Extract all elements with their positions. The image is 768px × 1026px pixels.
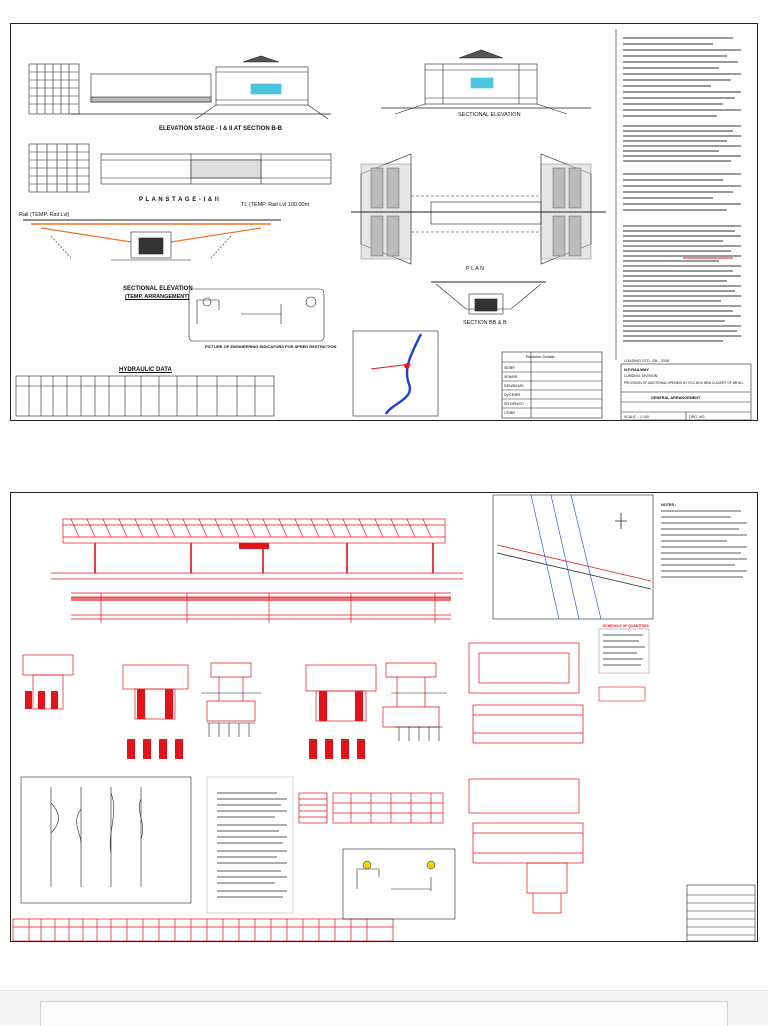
revision-header: Revision Details (526, 354, 555, 359)
elevation-title: ELEVATION STAGE - I & II AT SECTION B-B (159, 126, 282, 132)
scale-label: SCALE :- 1:100 (624, 415, 649, 419)
temp-rail-label: Rail (TEMP. Rail Lvl) (19, 212, 70, 218)
speed-indicator-caption: PICTURE OF ENGINEERING INDICATORS FOR SP… (205, 344, 337, 349)
revision-row: XEN/BR (504, 375, 518, 379)
railway-name: N.F.RAILWAY (624, 367, 649, 372)
revision-row: CE/BR (504, 411, 515, 415)
drawing-title: GENERAL ARRANGEMENT (651, 396, 701, 400)
loading-standard: LOADING STD. 25t - 2008 (624, 359, 669, 363)
drawing-number: DRG. NO. (689, 415, 706, 419)
drawing-sheet-details: NOTES : SCHEDULE OF QUANTITIES (10, 492, 758, 942)
revision-row: SE/BR (504, 366, 515, 370)
general-notes-block (623, 37, 741, 342)
revision-row: Dy.CE/BR (504, 393, 521, 397)
hydraulic-data-title: HYDRAULIC DATA (119, 367, 172, 373)
plan-right-label: P L A N (466, 266, 485, 272)
division-name: LUMDING DIVISION (624, 374, 658, 378)
sheet2-linework (12, 494, 756, 941)
work-description: PROVISION OF ADDITIONAL OPENING BY RCC B… (624, 381, 744, 385)
schedule-heading: SCHEDULE OF QUANTITIES (603, 624, 649, 628)
sectional-elevation-right-label: SECTIONAL ELEVATION (458, 112, 521, 118)
next-page-preview (0, 990, 768, 1026)
drawing-sheet-general-arrangement: ELEVATION STAGE - I & II AT SECTION B-B … (10, 23, 758, 421)
temp-rail-level-label: TL (TEMP. Rail Lvl 100.00m (241, 202, 310, 208)
section-bb-label: SECTION BB & B (463, 320, 507, 326)
revision-row: SR.DEN/CO (504, 402, 524, 406)
notes-heading: NOTES : (661, 503, 677, 507)
plan-title: P L A N S T A G E - I & II (139, 197, 220, 203)
sheet1-linework (15, 29, 752, 420)
revision-row: DEN/B/LMG (504, 384, 524, 388)
next-page-edge (40, 1001, 728, 1026)
temp-arrangement-label: (TEMP. ARRANGEMENT) (125, 294, 190, 300)
sectional-elevation-title: SECTIONAL ELEVATION (123, 286, 193, 292)
